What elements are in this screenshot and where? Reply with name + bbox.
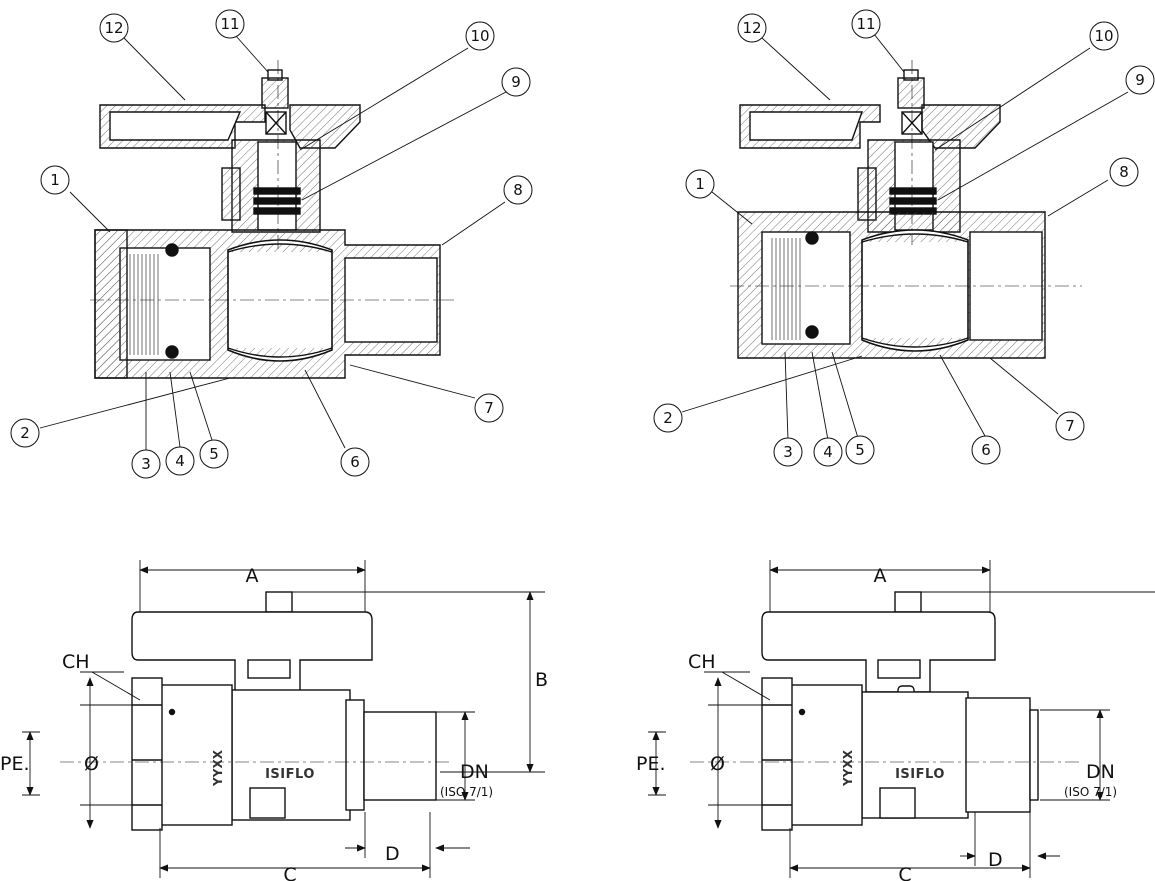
dim-dn: DN	[1086, 761, 1115, 783]
dim-pe: PE.	[636, 753, 666, 775]
callout-7: 7	[1065, 417, 1075, 435]
callout-labels-right: 12 11 10 9 1 8 2 3 4 5 6 7	[663, 15, 1145, 461]
date-code: YYXX	[211, 749, 225, 787]
brand-mark: ISIFLO	[265, 767, 315, 782]
callout-2: 2	[20, 424, 30, 442]
callout-6: 6	[981, 441, 991, 459]
dim-c: C	[283, 864, 296, 881]
callout-5: 5	[855, 441, 865, 459]
callout-8: 8	[513, 181, 523, 199]
dim-ch: CH	[62, 651, 90, 673]
section-view-right	[653, 9, 1155, 467]
callout-3: 3	[141, 455, 151, 473]
callout-3: 3	[783, 443, 793, 461]
callout-8: 8	[1119, 163, 1129, 181]
dim-diameter: Ø	[710, 753, 725, 775]
callout-10: 10	[470, 27, 489, 45]
date-code: YYXX	[841, 749, 855, 787]
dim-d: D	[988, 849, 1003, 871]
callout-10: 10	[1094, 27, 1113, 45]
callout-9: 9	[511, 73, 521, 91]
callout-5: 5	[209, 445, 219, 463]
callout-labels-left: 12 11 10 9 1 8 2 3 4 5 6 7	[20, 15, 523, 473]
dim-iso: (ISO 7/1)	[1064, 785, 1117, 799]
brand-mark: ISIFLO	[895, 767, 945, 782]
dim-dn: DN	[460, 761, 489, 783]
callout-2: 2	[663, 409, 673, 427]
callout-7: 7	[484, 399, 494, 417]
exterior-labels-left: A B C D CH PE. Ø DN (ISO 7/1) ISIFLO YYX…	[0, 565, 548, 881]
callout-1: 1	[50, 171, 60, 189]
dim-b: B	[535, 669, 548, 691]
dim-pe: PE.	[0, 753, 30, 775]
section-view-left	[10, 9, 533, 479]
callout-12: 12	[742, 19, 761, 37]
callout-1: 1	[695, 175, 705, 193]
dim-a: A	[874, 565, 887, 587]
exterior-view-left	[22, 560, 545, 878]
dim-diameter: Ø	[84, 753, 99, 775]
dim-iso: (ISO 7/1)	[440, 785, 493, 799]
dim-c: C	[898, 864, 911, 881]
dim-a: A	[246, 565, 259, 587]
callout-4: 4	[175, 452, 185, 470]
dim-ch: CH	[688, 651, 716, 673]
callout-9: 9	[1135, 71, 1145, 89]
dim-d: D	[385, 843, 400, 865]
callout-11: 11	[856, 15, 875, 33]
callout-6: 6	[350, 453, 360, 471]
callout-11: 11	[220, 15, 239, 33]
callout-4: 4	[823, 443, 833, 461]
exterior-labels-right: A C D CH PE. Ø DN (ISO 7/1) ISIFLO YYXX	[636, 565, 1117, 881]
exterior-view-right	[648, 560, 1155, 878]
callout-12: 12	[104, 19, 123, 37]
